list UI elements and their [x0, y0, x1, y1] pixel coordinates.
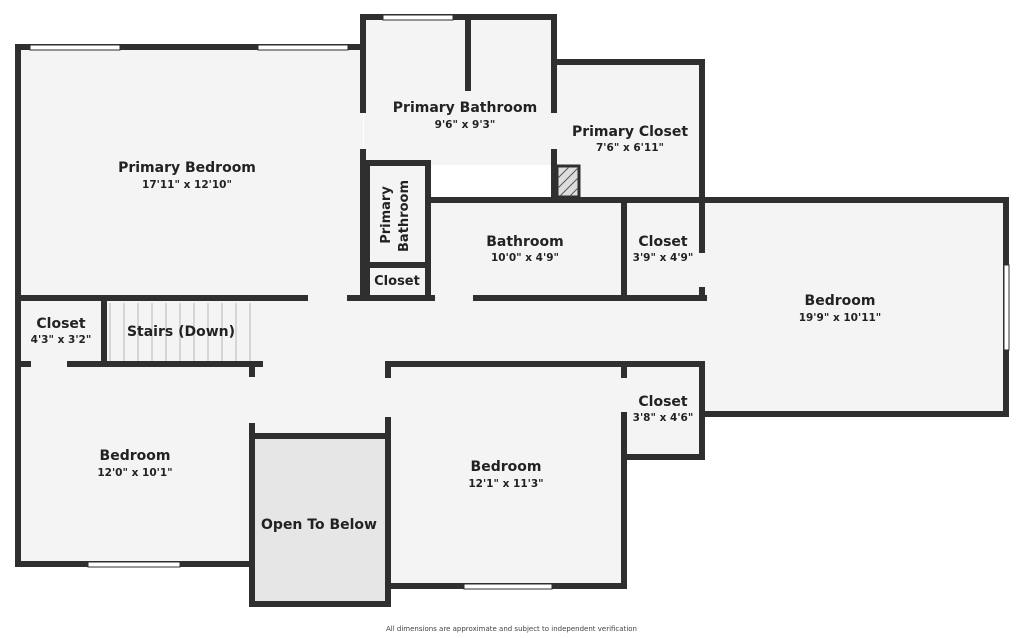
room-name: Open To Below: [261, 517, 377, 533]
floor-primary-bedroom: [18, 47, 363, 298]
floor-small-bath: [367, 163, 428, 297]
floor-primary-bathroom: [364, 17, 554, 165]
floor-bedroom-left: [18, 364, 252, 564]
window: [1003, 264, 1010, 351]
floor-open-to-below: [252, 436, 388, 604]
disclaimer-text: All dimensions are approximate and subje…: [386, 625, 637, 633]
room-dims: 19'9" x 10'11": [799, 312, 882, 324]
floor-closet-a: [624, 200, 704, 298]
window: [382, 14, 454, 21]
room-name: Closet: [36, 316, 86, 332]
window: [463, 583, 553, 590]
room-name-line2: Bathroom: [397, 180, 412, 252]
room-dims: 7'6" x 6'11": [596, 142, 664, 154]
room-dims: 3'9" x 4'9": [633, 252, 694, 264]
floor-areas: [18, 17, 1006, 604]
floor-bedroom-right: [702, 200, 1006, 414]
floor-hall-2: [252, 366, 388, 436]
room-name: Bedroom: [100, 448, 171, 464]
room-name: Closet: [638, 394, 688, 410]
floor-bedroom-center: [388, 366, 624, 586]
floor-bathroom: [428, 200, 624, 298]
room-dims: 3'8" x 4'6": [633, 412, 694, 424]
room-dims: 17'11" x 12'10": [142, 179, 232, 191]
room-name-line1: Primary: [379, 186, 394, 244]
room-name: Closet: [638, 234, 688, 250]
hatched-box: [555, 164, 581, 199]
stairs-treads: [109, 303, 251, 362]
room-name: Primary Bedroom: [118, 160, 256, 176]
room-dims: 12'0" x 10'1": [97, 467, 172, 479]
floor-hall: [18, 298, 704, 366]
window: [257, 44, 349, 51]
room-name: Primary Closet: [572, 124, 688, 140]
room-name: Bedroom: [805, 293, 876, 309]
room-dims: 12'1" x 11'3": [468, 478, 543, 490]
room-name: Stairs (Down): [127, 324, 235, 340]
window: [87, 561, 181, 568]
room-dims: 4'3" x 3'2": [31, 334, 92, 346]
room-dims: 9'6" x 9'3": [435, 119, 496, 131]
windows: [29, 14, 1010, 590]
room-name: Primary Bathroom: [393, 100, 537, 116]
floor-closet-b: [624, 364, 702, 457]
room-name: Closet: [374, 274, 420, 289]
room-name: Bedroom: [471, 459, 542, 475]
walls: [15, 14, 1009, 607]
room-dims: 10'0" x 4'9": [491, 252, 559, 264]
room-name: Bathroom: [486, 234, 564, 250]
window: [29, 44, 121, 51]
labels: Primary Bedroom 17'11" x 12'10" Primary …: [31, 100, 882, 533]
